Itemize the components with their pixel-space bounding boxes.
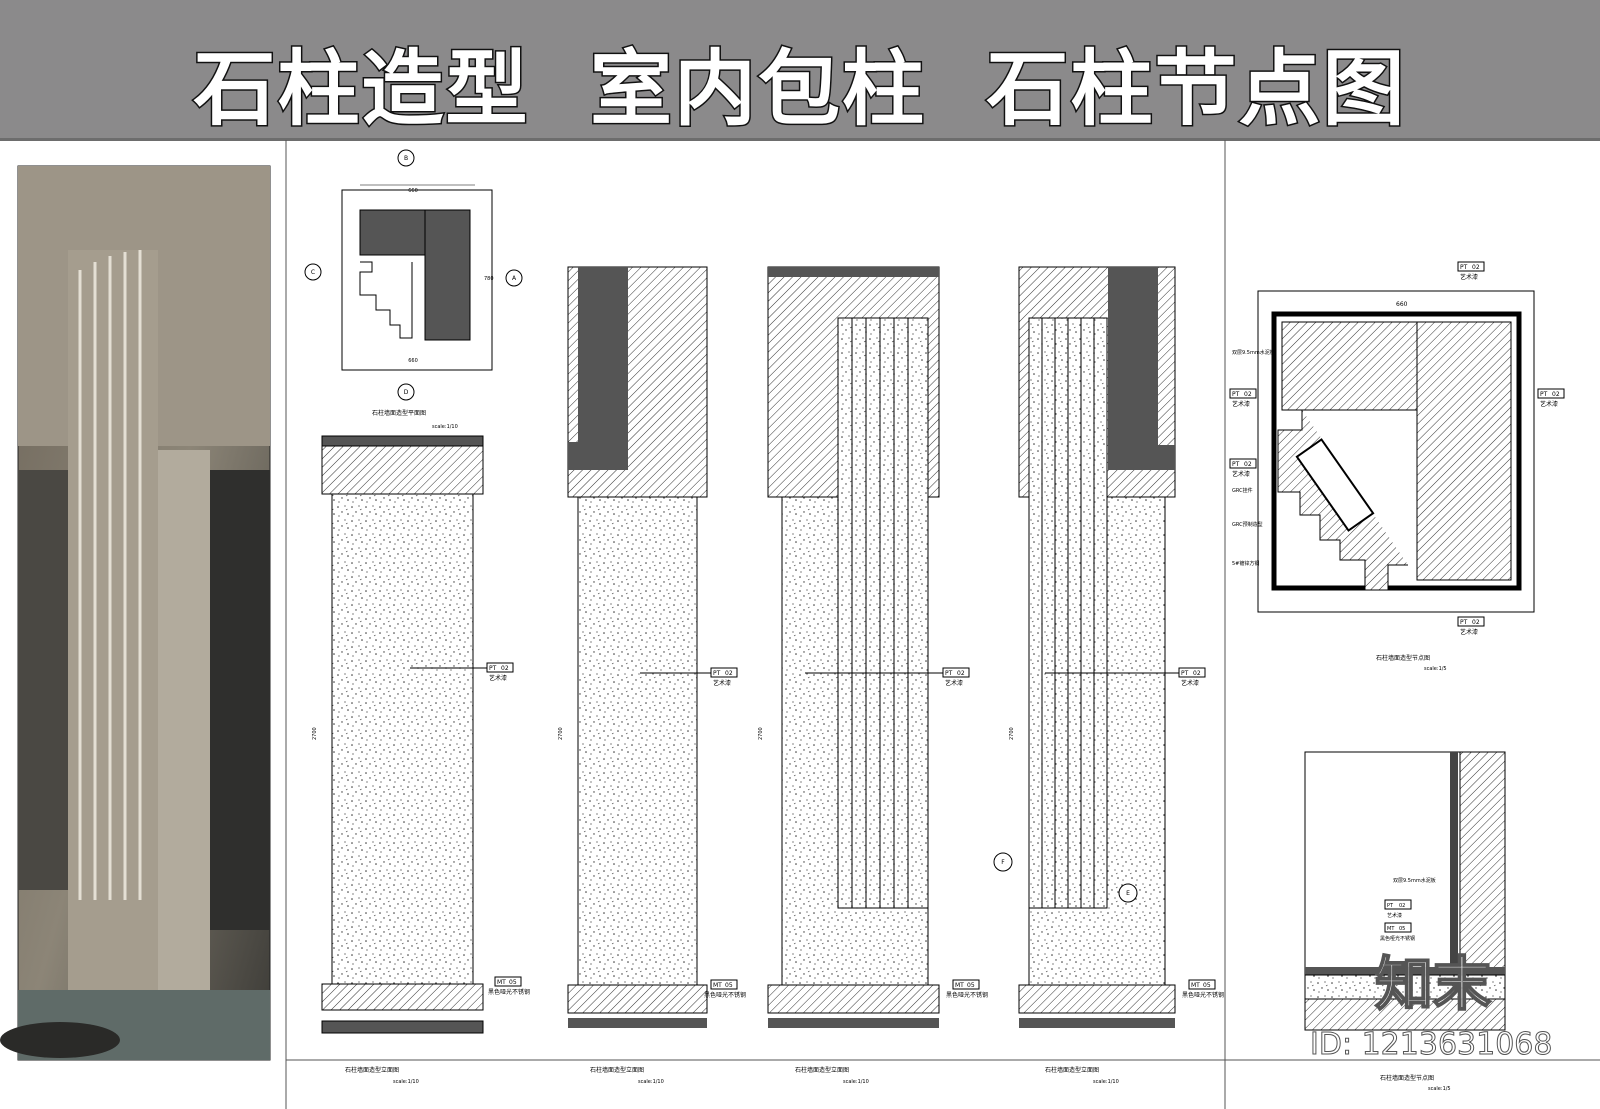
detail-section: 双层9.5mm水泥板 PT 02 艺术漆 MT 05 黑色哑光不锈钢 石柱墙面造型节点图… (1304, 751, 1506, 1092)
watermark-id: ID: 1213631068 (1309, 1027, 1553, 1062)
svg-text:PT: PT (1540, 391, 1548, 398)
section-marker-f: F (1001, 859, 1005, 866)
svg-text:GRC挂件: GRC挂件 (1232, 487, 1253, 494)
svg-text:05: 05 (1203, 982, 1211, 989)
elevation-1: 2700 石柱墙面造型立面图 scale:1/10 (312, 435, 484, 1085)
height-dim: 2700 (312, 727, 318, 740)
elevation-4: 2700 F E 石柱墙面造型立面图 scale:1/10 (993, 266, 1176, 1085)
svg-text:艺术漆: 艺术漆 (489, 674, 507, 682)
svg-text:艺术漆: 艺术漆 (713, 679, 731, 687)
plan-dim-right: 780 (484, 276, 494, 282)
page-title: 石柱造型 室内包柱 石柱节点图 (192, 41, 1407, 139)
detail-plan: 660 双层9.5mm水泥板 GRC挂件 GRC预制造型 5#镀锌方钢 PT 02… (1229, 261, 1565, 672)
elevation-caption: 石柱墙面造型立面图 (590, 1066, 644, 1074)
elevation-caption: 石柱墙面造型立面图 (345, 1066, 399, 1074)
section-marker-e: E (1126, 890, 1130, 897)
svg-text:02: 02 (725, 670, 733, 677)
detail-dim-top: 660 (1396, 301, 1408, 308)
svg-text:艺术漆: 艺术漆 (1232, 400, 1250, 408)
elevation-3: 2700 石柱墙面造型立面图 scale:1/10 (758, 266, 940, 1085)
svg-text:GRC预制造型: GRC预制造型 (1232, 521, 1263, 528)
section-marker-c: C (311, 269, 315, 276)
svg-text:05: 05 (967, 982, 975, 989)
section-marker-d: D (404, 389, 409, 396)
plan-scale: scale:1/10 (432, 424, 458, 430)
svg-text:艺术漆: 艺术漆 (1232, 470, 1250, 478)
svg-text:PT: PT (489, 665, 497, 672)
detail-section-caption: 石柱墙面造型节点图 (1380, 1074, 1434, 1082)
height-dim: 2700 (758, 727, 764, 740)
svg-text:艺术漆: 艺术漆 (1181, 679, 1199, 687)
svg-text:PT: PT (1232, 391, 1240, 398)
detail-plan-caption: 石柱墙面造型节点图 (1376, 654, 1430, 662)
svg-text:黑色哑光不锈钢: 黑色哑光不锈钢 (1182, 991, 1224, 999)
svg-text:02: 02 (1244, 461, 1252, 468)
plan-dim-top: 660 (408, 188, 418, 194)
svg-text:黑色哑光不锈钢: 黑色哑光不锈钢 (946, 991, 988, 999)
svg-text:02: 02 (1399, 903, 1405, 909)
svg-text:02: 02 (957, 670, 965, 677)
svg-text:PT: PT (1232, 461, 1240, 468)
plan-dim-bottom: 660 (408, 358, 418, 364)
svg-text:05: 05 (1399, 926, 1405, 932)
header-banner: 石柱造型 室内包柱 石柱节点图 (0, 0, 1600, 141)
svg-text:PT: PT (1387, 903, 1394, 909)
svg-text:PT: PT (945, 670, 953, 677)
svg-text:双层9.5mm水泥板: 双层9.5mm水泥板 (1232, 349, 1275, 356)
elevation-2: 2700 石柱墙面造型立面图 scale:1/10 (558, 266, 708, 1085)
svg-text:艺术漆: 艺术漆 (1540, 400, 1558, 408)
section-marker-b: B (404, 155, 408, 162)
detail-section-scale: scale:1/5 (1428, 1086, 1451, 1092)
height-dim: 2700 (558, 727, 564, 740)
section-marker-a: A (512, 275, 517, 282)
elevation-scale: scale:1/10 (393, 1079, 419, 1085)
elevation-scale: scale:1/10 (843, 1079, 869, 1085)
svg-text:MT: MT (1387, 926, 1395, 932)
svg-text:PT: PT (1181, 670, 1189, 677)
svg-text:MT: MT (955, 982, 964, 989)
svg-text:5#镀锌方钢: 5#镀锌方钢 (1232, 560, 1259, 567)
svg-text:PT: PT (713, 670, 721, 677)
svg-text:02: 02 (1472, 264, 1480, 271)
svg-text:艺术漆: 艺术漆 (945, 679, 963, 687)
svg-text:02: 02 (501, 665, 509, 672)
elevation-caption: 石柱墙面造型立面图 (1045, 1066, 1099, 1074)
column-plan: 660 660 780 B A C D 石柱墙面造型平面图 scale:1/10 (304, 149, 523, 430)
plan-caption: 石柱墙面造型平面图 (372, 409, 426, 417)
svg-text:艺术漆: 艺术漆 (1460, 273, 1478, 281)
svg-text:PT: PT (1460, 619, 1468, 626)
elevation-scale: scale:1/10 (638, 1079, 664, 1085)
svg-text:05: 05 (509, 979, 517, 986)
svg-text:PT: PT (1460, 264, 1468, 271)
svg-text:05: 05 (725, 982, 733, 989)
elevation-caption: 石柱墙面造型立面图 (795, 1066, 849, 1074)
svg-text:黑色哑光不锈钢: 黑色哑光不锈钢 (1380, 935, 1415, 942)
svg-text:MT: MT (497, 979, 506, 986)
reference-photo (0, 165, 271, 1061)
svg-text:02: 02 (1472, 619, 1480, 626)
elevation-scale: scale:1/10 (1093, 1079, 1119, 1085)
detail-plan-scale: scale:1/5 (1424, 666, 1447, 672)
svg-text:MT: MT (1191, 982, 1200, 989)
svg-text:MT: MT (713, 982, 722, 989)
svg-text:02: 02 (1552, 391, 1560, 398)
svg-text:02: 02 (1244, 391, 1252, 398)
svg-text:艺术漆: 艺术漆 (1460, 628, 1478, 636)
watermark-logo: 知末 (1374, 950, 1492, 1018)
svg-text:02: 02 (1193, 670, 1201, 677)
height-dim: 2700 (1009, 727, 1015, 740)
svg-text:双层9.5mm水泥板: 双层9.5mm水泥板 (1393, 877, 1436, 884)
svg-text:艺术漆: 艺术漆 (1387, 912, 1402, 919)
svg-text:黑色哑光不锈钢: 黑色哑光不锈钢 (488, 988, 530, 996)
svg-text:黑色哑光不锈钢: 黑色哑光不锈钢 (704, 991, 746, 999)
